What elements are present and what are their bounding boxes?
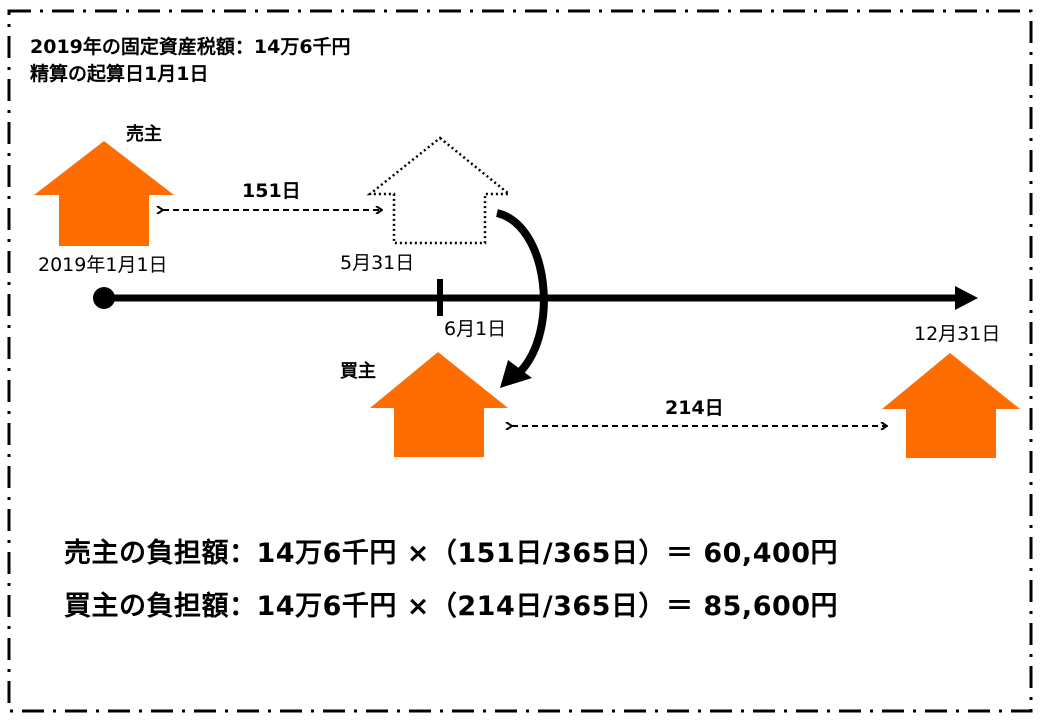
buyer-share-formula: 買主の負担額：14万6千円 ×（214日/365日）＝ 85,600円: [64, 591, 839, 622]
timeline-arrowhead: [955, 286, 978, 310]
seller-label: 売主: [126, 124, 162, 145]
end-date-label: 12月31日: [914, 323, 1001, 345]
buyer-label: 買主: [340, 361, 376, 382]
settlement-start-heading: 精算の起算日1月1日: [30, 63, 209, 85]
year-end-house-icon: [882, 353, 1020, 458]
seller-days-label: 151日: [242, 180, 301, 202]
seller-end-date-label: 5月31日: [340, 252, 415, 274]
transferred-house-outline-icon: [366, 136, 513, 245]
buyer-start-date-label: 6月1日: [444, 318, 507, 340]
seller-share-formula: 売主の負担額：14万6千円 ×（151日/365日）＝ 60,400円: [64, 538, 839, 569]
tax-amount-heading: 2019年の固定資産税額：14万6千円: [30, 36, 351, 58]
buyer-house-icon: [370, 352, 508, 457]
buyer-days-label: 214日: [665, 397, 724, 419]
seller-house-icon: [34, 141, 174, 246]
transfer-curve-arrow: [495, 209, 548, 375]
transfer-curve-arrowhead: [500, 360, 532, 388]
start-date-label: 2019年1月1日: [38, 254, 168, 276]
